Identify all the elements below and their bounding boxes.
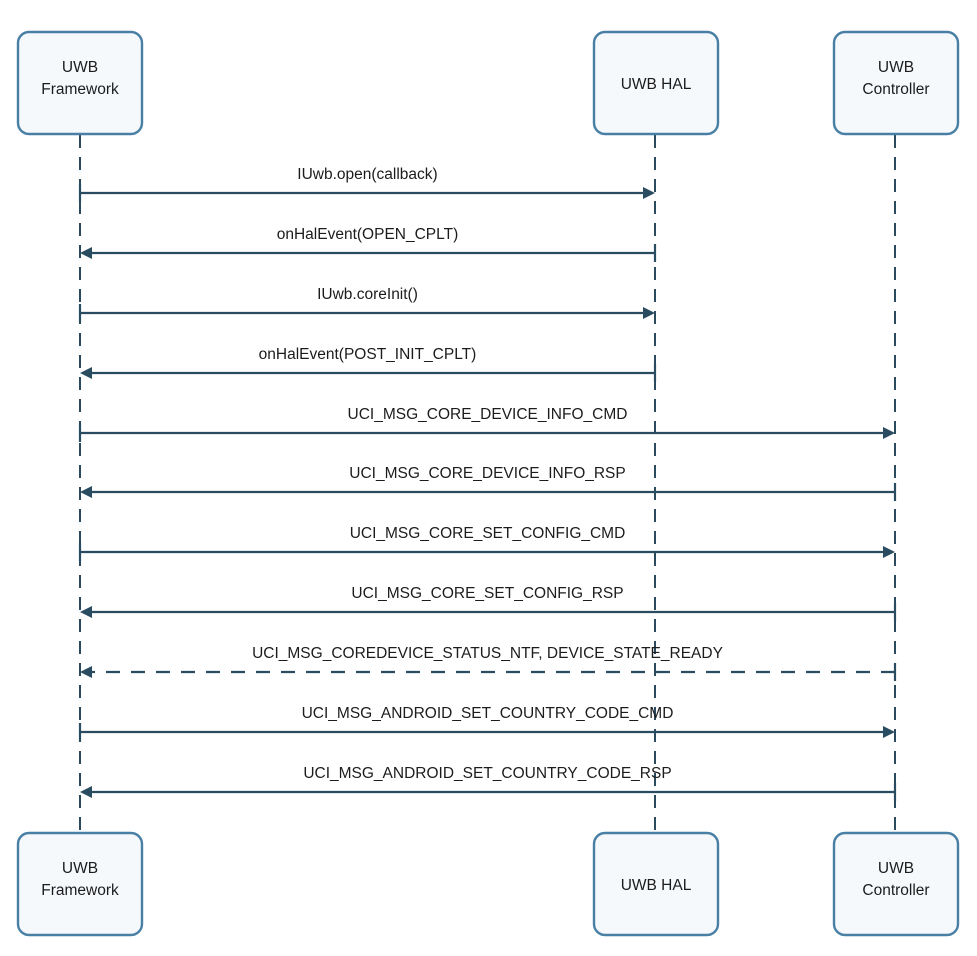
actor-label-framework-bottom-line1: UWB (62, 860, 98, 877)
message-label: IUwb.open(callback) (297, 166, 437, 183)
message-label: UCI_MSG_CORE_DEVICE_INFO_RSP (349, 465, 626, 482)
actor-box-controller-bottom[interactable] (832, 831, 960, 937)
message-arrowhead (80, 367, 92, 379)
message-arrowhead (643, 307, 655, 319)
message-4[interactable]: onHalEvent(POST_INIT_CPLT) (80, 346, 657, 382)
message-arrowhead (80, 786, 92, 798)
actor-footer-controller[interactable]: UWB Controller (832, 831, 960, 937)
actor-footer-hal[interactable]: UWB HAL (592, 831, 720, 937)
message-2[interactable]: onHalEvent(OPEN_CPLT) (80, 226, 657, 262)
message-5[interactable]: UCI_MSG_CORE_DEVICE_INFO_CMD (78, 406, 895, 442)
actor-header-hal[interactable]: UWB HAL (592, 30, 720, 136)
message-label: UCI_MSG_CORE_SET_CONFIG_CMD (350, 525, 626, 542)
message-arrowhead (643, 187, 655, 199)
message-label: UCI_MSG_COREDEVICE_STATUS_NTF, DEVICE_ST… (252, 645, 723, 662)
message-label: UCI_MSG_ANDROID_SET_COUNTRY_CODE_RSP (303, 765, 671, 782)
message-arrowhead (80, 247, 92, 259)
message-arrowhead (80, 486, 92, 498)
message-arrowhead (883, 546, 895, 558)
actor-label-controller-top-line2: Controller (862, 81, 929, 98)
actor-label-hal-top-line1: UWB HAL (621, 76, 692, 93)
message-label: UCI_MSG_CORE_DEVICE_INFO_CMD (348, 406, 628, 423)
actor-label-controller-bottom-line1: UWB (878, 860, 914, 877)
message-1[interactable]: IUwb.open(callback) (78, 166, 655, 202)
actor-header-framework[interactable]: UWB Framework (16, 30, 144, 136)
actor-label-hal-bottom-line1: UWB HAL (621, 877, 692, 894)
actor-header-controller[interactable]: UWB Controller (832, 30, 960, 136)
message-label: onHalEvent(POST_INIT_CPLT) (259, 346, 477, 363)
actor-label-controller-top-line1: UWB (878, 59, 914, 76)
message-7[interactable]: UCI_MSG_CORE_SET_CONFIG_CMD (78, 525, 895, 561)
actor-label-framework-top-line1: UWB (62, 59, 98, 76)
actor-box-framework-bottom[interactable] (16, 831, 144, 937)
actor-label-framework-top-line2: Framework (41, 81, 119, 98)
actor-label-controller-bottom-line2: Controller (862, 882, 929, 899)
message-arrowhead (883, 726, 895, 738)
message-11[interactable]: UCI_MSG_ANDROID_SET_COUNTRY_CODE_RSP (80, 765, 897, 801)
message-label: UCI_MSG_ANDROID_SET_COUNTRY_CODE_CMD (302, 705, 674, 722)
message-8[interactable]: UCI_MSG_CORE_SET_CONFIG_RSP (80, 585, 897, 621)
message-3[interactable]: IUwb.coreInit() (78, 286, 655, 322)
actor-label-framework-bottom-line2: Framework (41, 882, 119, 899)
message-9[interactable]: UCI_MSG_COREDEVICE_STATUS_NTF, DEVICE_ST… (80, 645, 897, 681)
actor-box-framework-top[interactable] (16, 30, 144, 136)
message-label: onHalEvent(OPEN_CPLT) (277, 226, 458, 243)
message-10[interactable]: UCI_MSG_ANDROID_SET_COUNTRY_CODE_CMD (78, 705, 895, 741)
message-arrowhead (80, 666, 92, 678)
actor-box-controller-top[interactable] (832, 30, 960, 136)
message-label: IUwb.coreInit() (317, 286, 418, 303)
actor-footer-framework[interactable]: UWB Framework (16, 831, 144, 937)
message-6[interactable]: UCI_MSG_CORE_DEVICE_INFO_RSP (80, 465, 897, 501)
actor-box-hal-bottom[interactable] (592, 831, 720, 937)
messages-layer: IUwb.open(callback) onHalEvent(OPEN_CPLT)… (78, 166, 897, 801)
actor-box-hal-top[interactable] (592, 30, 720, 136)
message-arrowhead (883, 427, 895, 439)
lifelines (79, 135, 896, 833)
message-label: UCI_MSG_CORE_SET_CONFIG_RSP (351, 585, 623, 602)
message-arrowhead (80, 606, 92, 618)
